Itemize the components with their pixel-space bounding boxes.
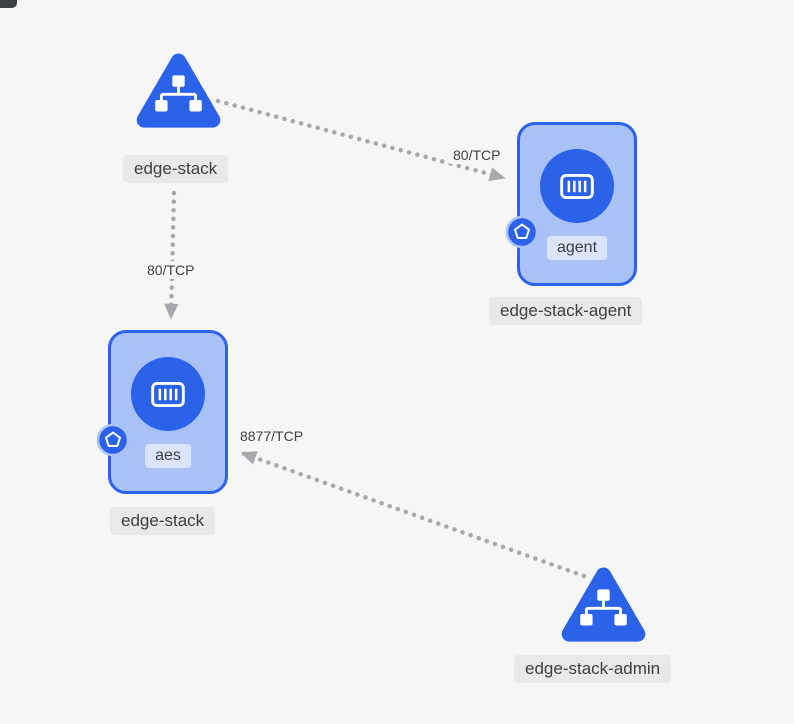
service-triangle-icon <box>561 567 646 642</box>
service-triangle-icon <box>136 53 221 128</box>
workload-node-edge-stack[interactable]: aes <box>96 330 228 494</box>
container-name-badge: aes <box>145 444 191 468</box>
container-name-badge: agent <box>546 236 608 260</box>
sitemap-icon <box>155 75 202 112</box>
node-label-edge-stack-agent[interactable]: edge-stack-agent <box>489 297 643 325</box>
container-circle <box>540 149 614 223</box>
container-icon <box>151 382 185 407</box>
window-corner-artifact <box>0 0 17 8</box>
node-label-workload-edge-stack[interactable]: edge-stack <box>110 507 216 535</box>
sitemap-icon <box>580 589 627 626</box>
edge-edge-stack-admin-to-edge-stack-workload[interactable] <box>239 450 587 579</box>
container-icon <box>560 174 594 199</box>
node-label-service-edge-stack[interactable]: edge-stack <box>123 155 229 183</box>
edge-port-label: 8877/TCP <box>236 427 308 445</box>
container-circle <box>131 357 205 431</box>
service-node-edge-stack-admin[interactable] <box>556 558 651 658</box>
edge-edge-stack-to-edge-stack-workload[interactable] <box>164 190 179 321</box>
pod-badge-icon <box>96 423 130 457</box>
pod-badge-icon <box>505 215 539 249</box>
edge-port-label: 80/TCP <box>449 146 505 164</box>
edge-edge-stack-to-edge-stack-agent[interactable] <box>215 98 507 182</box>
workload-node-edge-stack-agent[interactable]: agent <box>505 122 637 286</box>
node-label-edge-stack-admin[interactable]: edge-stack-admin <box>514 655 672 683</box>
edge-port-label: 80/TCP <box>143 261 199 279</box>
service-node-edge-stack[interactable] <box>131 44 226 144</box>
